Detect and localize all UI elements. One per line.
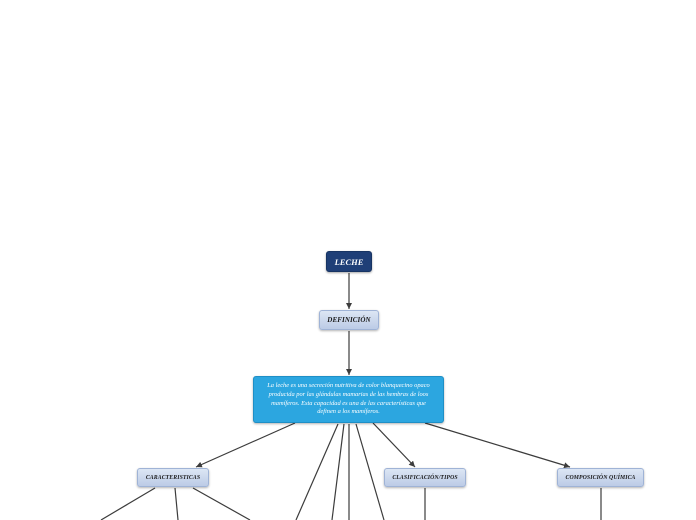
clasificacion-tipos-node[interactable]: CLASIFICACIÓN/TIPOS bbox=[384, 468, 466, 487]
connector-to-clasificacion bbox=[372, 422, 416, 468]
definicion-description-node[interactable]: La leche es una secreción nutritiva de c… bbox=[253, 376, 444, 423]
connector-caracteristicas-branch bbox=[192, 487, 251, 520]
connector-branch bbox=[355, 423, 385, 520]
connector-branch bbox=[331, 423, 345, 520]
caracteristicas-node[interactable]: CARACTERISTICAS bbox=[137, 468, 209, 487]
definicion-node[interactable]: DEFINICIÓN bbox=[319, 310, 379, 330]
connector-to-caracteristicas bbox=[195, 422, 296, 468]
connector-branch bbox=[295, 423, 339, 520]
root-topic-node[interactable]: LECHE bbox=[326, 251, 372, 272]
connector-to-composicion bbox=[424, 422, 571, 469]
connector-caracteristicas-branch bbox=[100, 487, 156, 520]
connector-caracteristicas-branch bbox=[174, 487, 179, 520]
composicion-quimica-node[interactable]: COMPOSICIÓN QUÍMICA bbox=[557, 468, 644, 487]
